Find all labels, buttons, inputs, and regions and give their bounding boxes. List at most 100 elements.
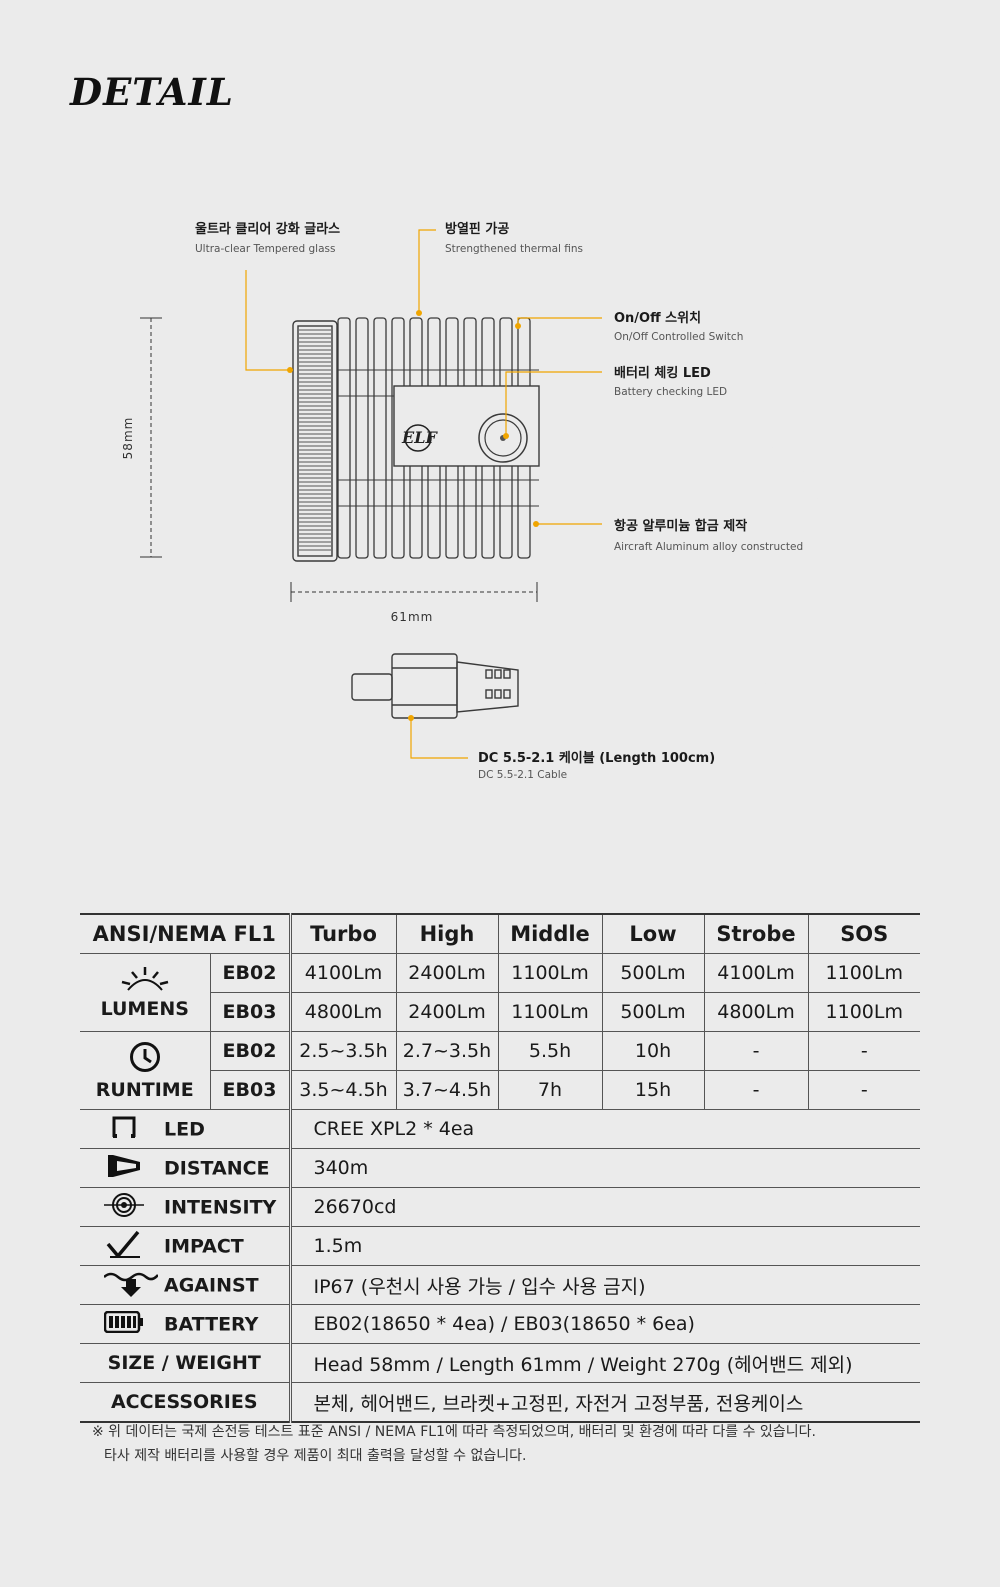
value-cell: 2.7~3.5h: [395, 1031, 498, 1071]
callout-glass-en: Ultra-clear Tempered glass: [195, 243, 335, 255]
footnote-line: 타사 제작 배터리를 사용할 경우 제품이 최대 출력을 달성할 수 없습니다.: [104, 1448, 527, 1464]
spec-label: DISTANCE: [164, 1157, 270, 1179]
callout-leaders: [245, 229, 602, 759]
callout-alloy-ko: 항공 알루미늄 합금 제작: [614, 518, 747, 534]
footnote: ※ 위 데이터는 국제 손전등 테스트 표준 ANSI / NEMA FL1에 …: [92, 1420, 816, 1468]
on-off-switch: [478, 413, 528, 463]
callout-switch-ko: On/Off 스위치: [614, 310, 701, 326]
elf-logo: ELF: [401, 428, 438, 447]
beam-distance-icon: [108, 1154, 140, 1177]
callout-led-ko: 배터리 체킹 LED: [614, 365, 711, 381]
callout-switch-en: On/Off Controlled Switch: [614, 331, 743, 343]
spec-label-against: AGAINST: [80, 1265, 290, 1305]
callout-fins-en: Strengthened thermal fins: [445, 243, 583, 255]
callout-fins-ko: 방열핀 가공: [445, 221, 509, 237]
dimension-lines: 58mm 61mm: [121, 317, 538, 624]
width-dimension: 61mm: [391, 610, 434, 624]
value-cell: 15h: [601, 1070, 704, 1110]
table-row: LED CREE XPL2 * 4ea: [80, 1109, 920, 1149]
lumens-group: LUMENS: [80, 953, 210, 1032]
footnote-line: ※ 위 데이터는 국제 손전등 테스트 표준 ANSI / NEMA FL1에 …: [92, 1424, 816, 1440]
header-strobe: Strobe: [703, 913, 808, 954]
header-middle: Middle: [497, 913, 602, 954]
water-resist-icon: [103, 1272, 159, 1297]
value-cell: 2.5~3.5h: [288, 1031, 396, 1071]
table-row: BATTERY EB02(18650 * 4ea) / EB03(18650 *…: [80, 1304, 920, 1344]
model-cell: EB02: [209, 1031, 290, 1071]
value-cell: 5.5h: [497, 1031, 602, 1071]
clock-icon: [129, 1041, 160, 1072]
table-row: ACCESSORIES 본체, 헤어밴드, 브라켓+고정핀, 자전거 고정부품,…: [80, 1382, 920, 1423]
spec-value: 340m: [288, 1148, 920, 1188]
table-row: SIZE / WEIGHT Head 58mm / Length 61mm / …: [80, 1343, 920, 1383]
value-cell: 10h: [601, 1031, 704, 1071]
value-cell: 4100Lm: [288, 953, 396, 993]
spec-label-battery: BATTERY: [80, 1304, 290, 1344]
accessories-value: 본체, 헤어밴드, 브라켓+고정핀, 자전거 고정부품, 전용케이스: [288, 1382, 920, 1423]
table-header-row: ANSI/NEMA FL1 Turbo High Middle Low Stro…: [80, 913, 920, 954]
table-row: INTENSITY 26670cd: [80, 1187, 920, 1227]
spec-label-led: LED: [80, 1109, 290, 1149]
table-row: LUMENS EB02 4100Lm 2400Lm 1100Lm 500Lm 4…: [80, 953, 920, 1032]
lumens-label: LUMENS: [100, 997, 189, 1020]
height-dimension: 58mm: [121, 417, 135, 460]
battery-icon: [103, 1310, 143, 1333]
value-cell: -: [807, 1070, 920, 1110]
spec-value: CREE XPL2 * 4ea: [288, 1109, 920, 1149]
spec-label: LED: [164, 1118, 205, 1140]
spec-table: ANSI/NEMA FL1 Turbo High Middle Low Stro…: [80, 913, 920, 1423]
value-cell: 1100Lm: [807, 953, 920, 993]
model-cell: EB03: [209, 1070, 290, 1110]
spec-value: 26670cd: [288, 1187, 920, 1227]
spec-label: AGAINST: [164, 1274, 259, 1296]
lens-bezel: [292, 320, 338, 562]
runtime-group: RUNTIME: [80, 1031, 210, 1110]
led-chip-icon: [112, 1116, 136, 1138]
table-row: DISTANCE 340m: [80, 1148, 920, 1188]
callout-cable-en: DC 5.5-2.1 Cable: [478, 769, 567, 781]
size-weight-label: SIZE / WEIGHT: [80, 1343, 290, 1383]
runtime-label: RUNTIME: [95, 1078, 194, 1101]
callout-alloy-en: Aircraft Aluminum alloy constructed: [614, 541, 803, 553]
header-low: Low: [601, 913, 704, 954]
header-high: High: [395, 913, 498, 954]
model-cell: EB02: [209, 953, 290, 993]
value-cell: -: [703, 1031, 808, 1071]
value-cell: 3.5~4.5h: [288, 1070, 396, 1110]
value-cell: 7h: [497, 1070, 602, 1110]
callout-cable-ko: DC 5.5-2.1 케이블 (Length 100cm): [478, 750, 715, 766]
spec-label-intensity: INTENSITY: [80, 1187, 290, 1227]
value-cell: 4800Lm: [288, 992, 396, 1032]
header-turbo: Turbo: [288, 913, 396, 954]
value-cell: -: [703, 1070, 808, 1110]
spec-value: IP67 (우천시 사용 가능 / 입수 사용 금지): [288, 1265, 920, 1305]
spec-label: IMPACT: [164, 1235, 244, 1257]
header-sos: SOS: [807, 913, 920, 954]
callout-led-en: Battery checking LED: [614, 386, 727, 398]
sun-burst-icon: [121, 966, 169, 991]
target-intensity-icon: [104, 1192, 144, 1217]
spec-label: BATTERY: [164, 1313, 259, 1335]
product-diagram: ELF 58mm 61mm 울트라 클리어 강화 글라스 Ultra-clear…: [121, 221, 836, 781]
size-weight-value: Head 58mm / Length 61mm / Weight 270g (헤…: [288, 1343, 920, 1383]
page-title: DETAIL: [70, 70, 234, 114]
value-cell: 2400Lm: [395, 953, 498, 993]
value-cell: -: [807, 1031, 920, 1071]
value-cell: 500Lm: [601, 992, 704, 1032]
value-cell: 1100Lm: [497, 992, 602, 1032]
table-row: RUNTIME EB02 2.5~3.5h 2.7~3.5h 5.5h 10h …: [80, 1031, 920, 1110]
dc-plug: [351, 653, 519, 719]
spec-value: EB02(18650 * 4ea) / EB03(18650 * 6ea): [288, 1304, 920, 1344]
value-cell: 4100Lm: [703, 953, 808, 993]
value-cell: 2400Lm: [395, 992, 498, 1032]
table-row: EB03 4800Lm 2400Lm 1100Lm 500Lm 4800Lm 1…: [80, 992, 920, 1032]
table-row: EB03 3.5~4.5h 3.7~4.5h 7h 15h - -: [80, 1070, 920, 1110]
value-cell: 1100Lm: [807, 992, 920, 1032]
impact-drop-icon: [106, 1230, 140, 1259]
value-cell: 500Lm: [601, 953, 704, 993]
header-standard: ANSI/NEMA FL1: [80, 913, 290, 954]
table-row: AGAINST IP67 (우천시 사용 가능 / 입수 사용 금지): [80, 1265, 920, 1305]
value-cell: 1100Lm: [497, 953, 602, 993]
callout-glass-ko: 울트라 클리어 강화 글라스: [195, 221, 340, 237]
value-cell: 3.7~4.5h: [395, 1070, 498, 1110]
